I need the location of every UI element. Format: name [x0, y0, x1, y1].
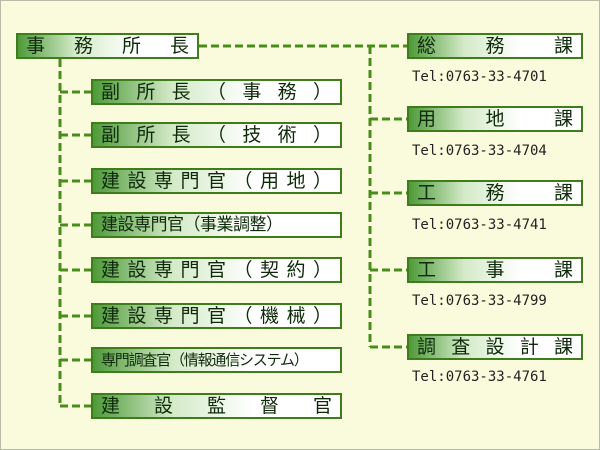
staff-box: 建設専門官（用地） [91, 168, 342, 194]
staff-label: 建設専門官（契約） [101, 259, 332, 281]
staff-label: 建設専門官（用地） [101, 170, 332, 192]
staff-box: 専門調査官（情報通信システム） [91, 347, 342, 373]
section-phone: Tel:0763-33-4704 [412, 143, 547, 159]
staff-label: 建設専門官（機械） [101, 305, 332, 327]
section-phone: Tel:0763-33-4761 [412, 369, 547, 385]
section-box: 工務課 [407, 180, 583, 206]
section-box: 調査設計課 [407, 334, 583, 360]
section-label: 工務課 [417, 182, 573, 204]
staff-label: 副所長（技術） [101, 124, 332, 146]
section-box: 総務課 [407, 33, 583, 59]
section-label: 工事課 [417, 259, 573, 281]
section-label: 用地課 [417, 108, 573, 130]
section-phone: Tel:0763-33-4741 [412, 217, 547, 233]
section-box: 工事課 [407, 257, 583, 283]
staff-label: 副所長（事務） [101, 81, 332, 103]
staff-label: 建設監督官 [101, 395, 332, 417]
section-box: 用地課 [407, 106, 583, 132]
section-label: 総務課 [417, 35, 573, 57]
section-phone: Tel:0763-33-4701 [412, 69, 547, 85]
staff-label: 建設専門官（事業調整） [101, 215, 283, 235]
head-office-label: 事務所長 [26, 35, 189, 57]
staff-box: 建設専門官（事業調整） [91, 212, 342, 238]
staff-box: 建設専門官（契約） [91, 257, 342, 283]
section-label: 調査設計課 [417, 336, 573, 358]
section-phone: Tel:0763-33-4799 [412, 293, 547, 309]
staff-box: 建設専門官（機械） [91, 303, 342, 329]
staff-label: 専門調査官（情報通信システム） [101, 351, 309, 369]
staff-box: 副所長（技術） [91, 122, 342, 148]
head-office-box: 事務所長 [16, 33, 199, 59]
staff-box: 副所長（事務） [91, 79, 342, 105]
staff-box: 建設監督官 [91, 393, 342, 419]
